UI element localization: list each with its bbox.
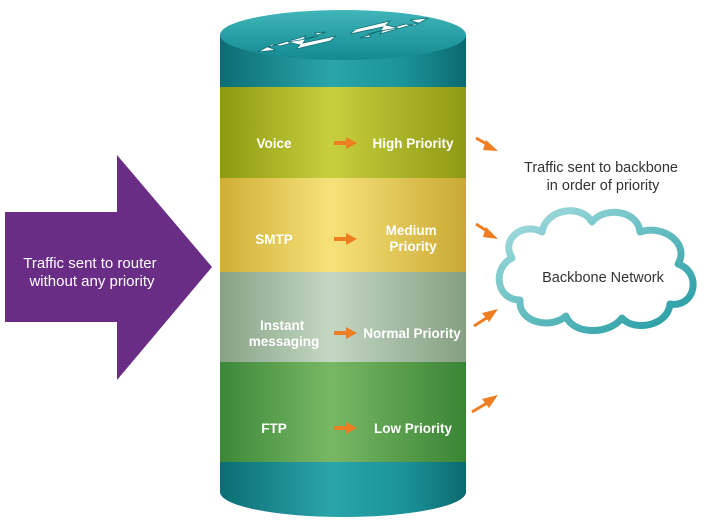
tier-instant-messaging: Instant messaging Normal Priority (249, 318, 462, 349)
tier-traffic-label: Instant messaging (249, 318, 320, 349)
cloud-label: Backbone Network (542, 270, 664, 286)
outgoing-arrow-icon (471, 395, 498, 414)
tier-voice: Voice High Priority (256, 136, 453, 151)
incoming-label-line1: Traffic sent to router (23, 255, 156, 272)
tier-arrow-icon (334, 233, 357, 245)
tier-band-ftp (220, 362, 466, 462)
outgoing-label-line2: in order of priority (547, 178, 661, 194)
outgoing-label: Traffic sent to backbone in order of pri… (524, 160, 682, 194)
outgoing-arrow-icon (473, 309, 498, 328)
tier-traffic-label: SMTP (255, 232, 293, 247)
tier-band-voice (220, 87, 466, 178)
incoming-label: Traffic sent to router without any prior… (23, 255, 161, 290)
router-base (220, 462, 466, 517)
backbone-cloud-icon: Backbone Network (495, 207, 697, 334)
outgoing-arrows (471, 136, 498, 414)
incoming-label-line2: without any priority (28, 273, 155, 290)
outgoing-arrow-icon (475, 222, 498, 239)
tier-smtp: SMTP Medium Priority (255, 223, 441, 254)
tier-traffic-label: FTP (261, 421, 287, 436)
outgoing-arrow-icon (475, 136, 498, 151)
tier-band-im (220, 272, 466, 362)
router-arrows-icon (257, 17, 429, 53)
tier-traffic-label: Voice (256, 136, 292, 151)
outgoing-label-line1: Traffic sent to backbone (524, 160, 678, 176)
tier-priority-label: Low Priority (374, 421, 452, 436)
tier-ftp: FTP Low Priority (261, 421, 452, 436)
tier-arrow-icon (334, 137, 357, 149)
tier-arrow-icon (334, 327, 357, 339)
router-cylinder (220, 10, 466, 517)
tier-priority-label: Normal Priority (363, 326, 461, 341)
tier-arrow-icon (334, 422, 357, 434)
tier-priority-label: Medium Priority (386, 223, 441, 254)
incoming-traffic-arrow: Traffic sent to router without any prior… (5, 155, 212, 380)
router-top (220, 10, 466, 60)
tier-priority-label: High Priority (372, 136, 453, 151)
tier-band-smtp (220, 178, 466, 272)
